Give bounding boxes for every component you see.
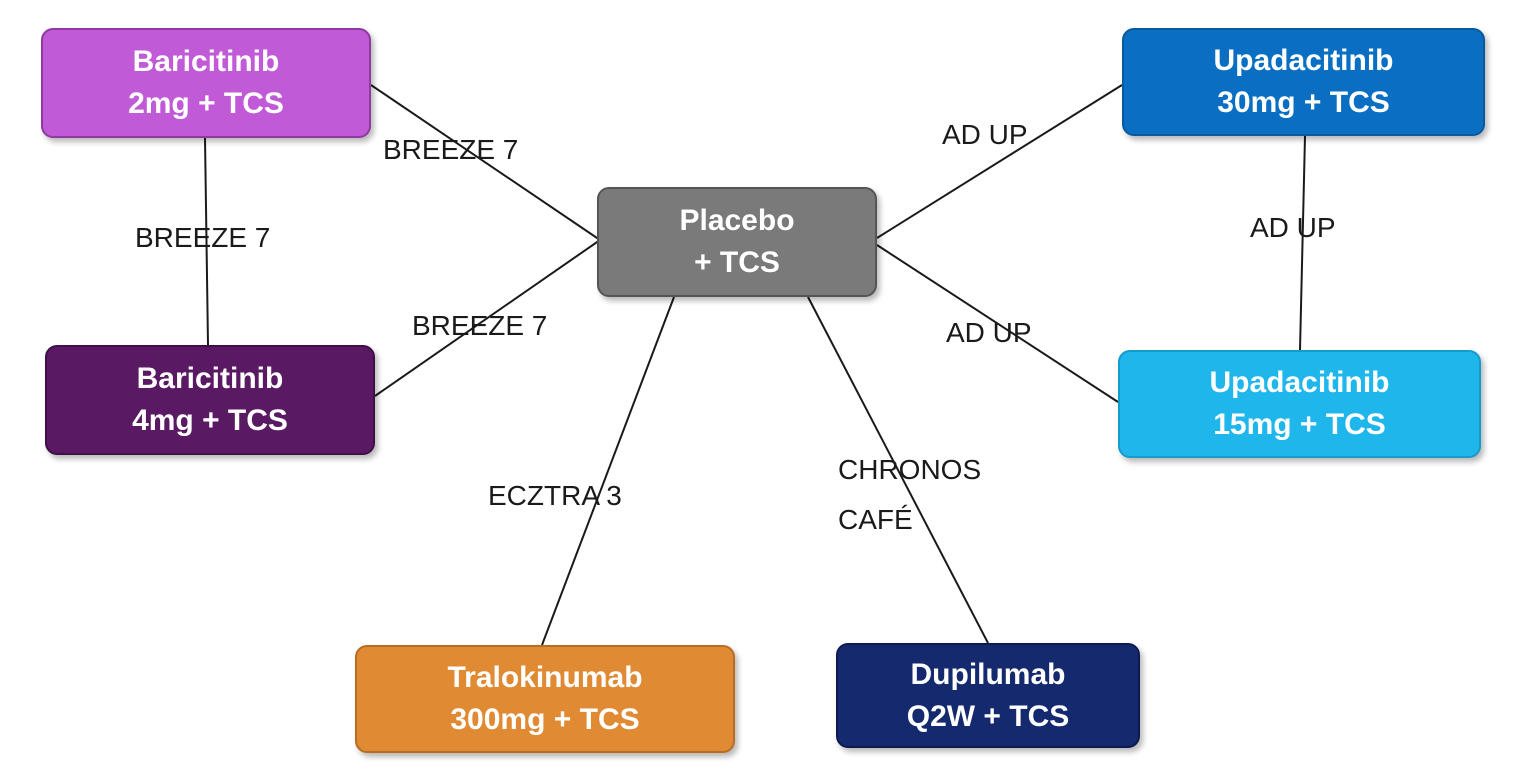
edge-dupilumab-placebo	[807, 296, 989, 644]
edge-label-adup-upadacitinib30mg-upadacitinib15mg: AD UP	[1250, 212, 1336, 243]
node-title: Baricitinib	[136, 362, 284, 395]
edge-label-adup-upadacitinib15mg-placebo: AD UP	[946, 317, 1032, 348]
edge-label-breeze7-baricitinib2mg-placebo: BREEZE 7	[383, 134, 519, 165]
node-upadacitinib-15mg: Upadacitinib 15mg + TCS	[1118, 350, 1481, 458]
edge-upadacitinib30mg-upadacitinib15mg	[1299, 135, 1306, 351]
node-baricitinib-4mg: Baricitinib 4mg + TCS	[45, 345, 375, 455]
edge-baricitinib2mg-placebo	[370, 84, 601, 241]
node-placebo: Placebo + TCS	[597, 187, 877, 297]
node-dose: Q2W + TCS	[906, 699, 1070, 733]
node-title: Placebo	[679, 204, 795, 237]
node-title: Baricitinib	[132, 45, 280, 78]
edge-label-breeze7-baricitinib2mg-baricitinib4mg: BREEZE 7	[135, 222, 271, 253]
node-tralokinumab: Tralokinumab 300mg + TCS	[355, 645, 735, 753]
node-dose: 30mg + TCS	[1217, 86, 1390, 119]
edge-label-chronos-dupilumab-placebo: CHRONOS	[838, 454, 982, 485]
edge-upadacitinib30mg-placebo	[876, 84, 1123, 239]
node-title: Upadacitinib	[1213, 44, 1394, 77]
edge-label-breeze7-baricitinib4mg-placebo: BREEZE 7	[412, 310, 548, 341]
edge-upadacitinib15mg-placebo	[876, 244, 1119, 403]
edge-label-cafe-dupilumab-placebo: CAFÉ	[838, 504, 913, 535]
edge-label-ecztra3-tralokinumab-placebo: ECZTRA 3	[488, 480, 622, 511]
edge-tralokinumab-placebo	[541, 296, 675, 646]
node-dupilumab: Dupilumab Q2W + TCS	[836, 643, 1140, 748]
node-title: Dupilumab	[910, 657, 1066, 691]
node-title: Upadacitinib	[1209, 366, 1390, 399]
node-dose: 2mg + TCS	[128, 87, 284, 120]
edge-label-adup-upadacitinib30mg-placebo: AD UP	[942, 119, 1028, 150]
node-dose: 15mg + TCS	[1213, 408, 1386, 441]
node-title: Tralokinumab	[447, 661, 643, 694]
node-dose: 300mg + TCS	[450, 703, 640, 736]
node-baricitinib-2mg: Baricitinib 2mg + TCS	[41, 28, 371, 138]
node-upadacitinib-30mg: Upadacitinib 30mg + TCS	[1122, 28, 1485, 136]
node-dose: 4mg + TCS	[132, 404, 288, 437]
edge-baricitinib4mg-placebo	[374, 239, 601, 397]
node-dose: + TCS	[694, 246, 780, 279]
edge-baricitinib2mg-baricitinib4mg	[204, 137, 209, 346]
